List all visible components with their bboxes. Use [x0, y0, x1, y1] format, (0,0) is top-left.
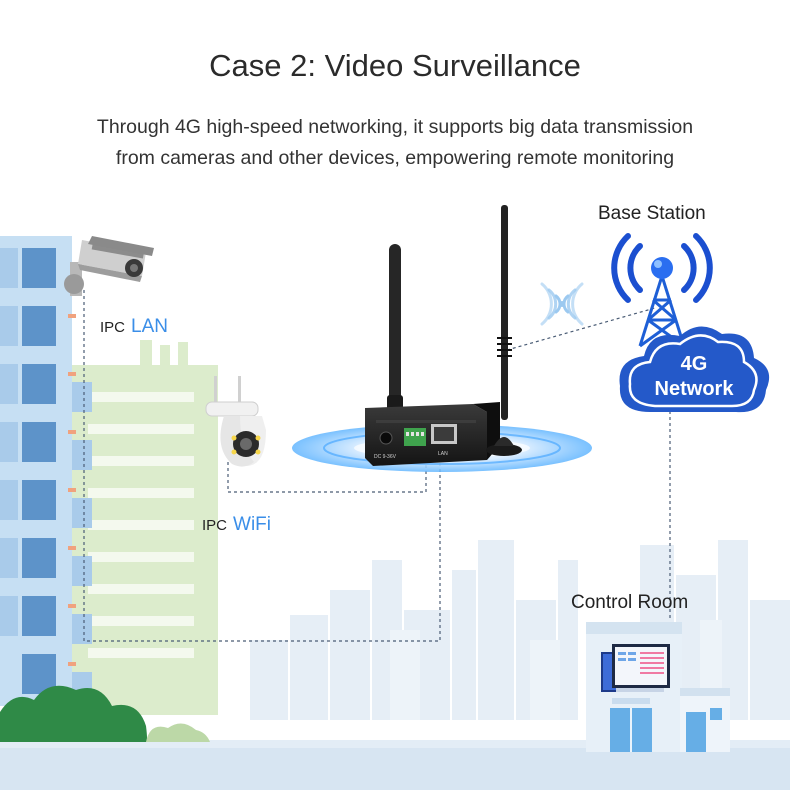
connection-lines — [83, 290, 671, 642]
control-room-label: Control Room — [571, 592, 689, 613]
ipc-lan-label: IPC LAN — [100, 316, 168, 338]
office-tower-blue — [0, 236, 72, 706]
ipc-wifi-label: IPC WiFi — [202, 514, 271, 536]
ipc-wifi-type: WiFi — [233, 514, 271, 535]
router-icon: DC 9-36V LAN — [365, 402, 500, 466]
lte-antenna-icon — [486, 205, 522, 456]
network-cloud-label-1: 4G — [681, 353, 708, 375]
lte-uplink — [506, 307, 656, 351]
page-title: Case 2: Video Surveillance — [209, 48, 581, 83]
office-building-green — [68, 314, 218, 715]
base-station-label: Base Station — [598, 203, 706, 224]
ipc-wifi-prefix: IPC — [202, 517, 228, 534]
monitor-icon — [601, 644, 670, 692]
power-port-label: DC 9-36V — [374, 454, 397, 460]
ipc-lan-prefix: IPC — [100, 319, 126, 336]
radio-waves-icon — [540, 282, 584, 326]
network-cloud-label-2: Network — [655, 378, 735, 400]
wifi-link — [227, 462, 427, 493]
cloud-icon — [619, 326, 770, 413]
tree-cluster — [0, 685, 210, 742]
signal-tower-icon — [611, 233, 713, 348]
page-subtitle: Through 4G high-speed networking, it sup… — [0, 112, 790, 174]
lan-cable-link — [83, 290, 441, 642]
subtitle-line-1: Through 4G high-speed networking, it sup… — [96, 116, 694, 138]
router-antenna — [387, 244, 403, 411]
cctv-bullet-camera-icon — [64, 236, 154, 296]
subtitle-line-2: from cameras and other devices, empoweri… — [115, 147, 675, 169]
ipc-lan-type: LAN — [131, 316, 168, 337]
ptz-dome-camera-icon — [205, 376, 266, 467]
lan-port-label: LAN — [438, 451, 448, 457]
